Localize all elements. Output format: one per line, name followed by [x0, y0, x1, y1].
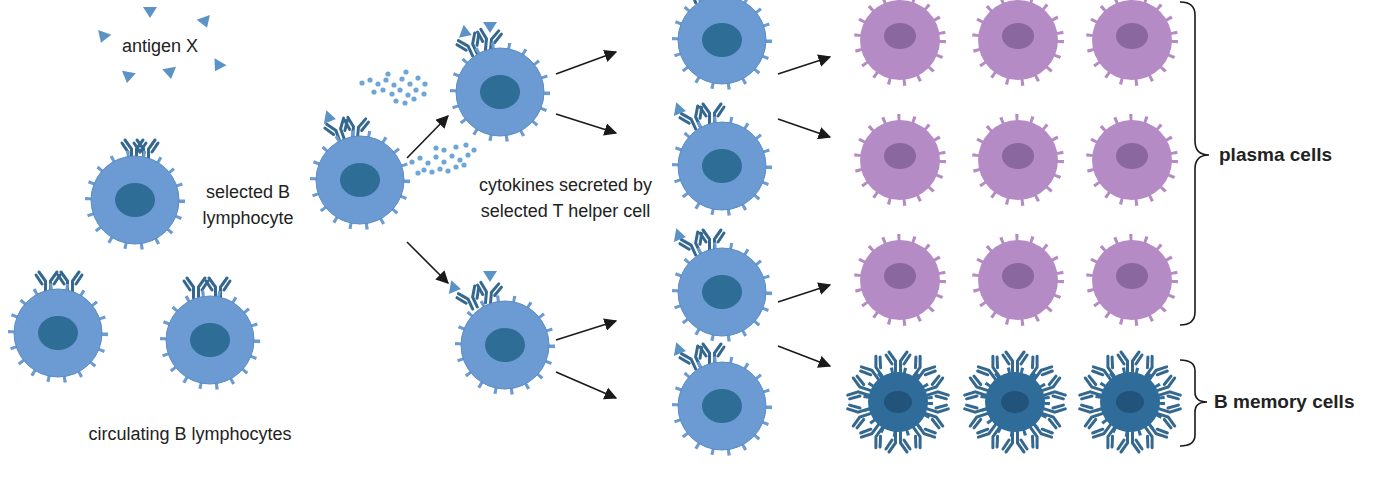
selected-cell — [314, 110, 406, 226]
proliferating-cells — [674, 0, 768, 452]
group-label: circulating B lymphocytes — [55, 421, 325, 447]
memory-cells — [847, 352, 1182, 452]
antigen-label: antigen X — [100, 33, 220, 59]
antigen-particles — [94, 7, 226, 84]
cell-label: selected B lymphocyte — [188, 179, 308, 231]
bracket-label: B memory cells — [1214, 389, 1379, 415]
brackets — [1180, 2, 1209, 446]
circulating-cells — [12, 140, 256, 386]
cytokine-label: cytokines secreted by selected T helper … — [463, 172, 668, 224]
bracket-label: plasma cells — [1219, 142, 1374, 168]
plasma-cells — [858, 0, 1174, 322]
